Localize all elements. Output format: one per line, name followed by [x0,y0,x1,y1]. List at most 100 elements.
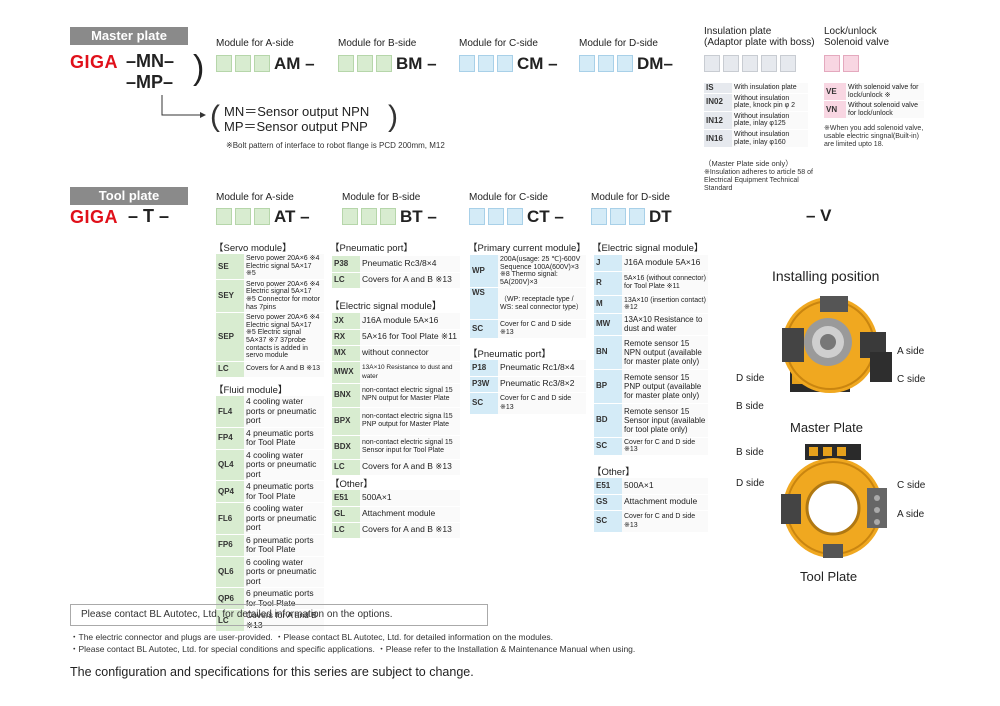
sensor-leader-line [161,95,206,118]
master-giga-logo: GIGA [70,52,119,72]
tool-module-c-slots[interactable]: CT – [469,207,564,226]
lock-footnote: ※When you add solenoid valve, usable ele… [824,125,924,148]
insulation-footnote: ※Insulation adheres to article 58 of Ele… [704,169,813,192]
installing-position-title: Installing position [772,268,880,284]
insulation-plate-label: Insulation plate(Adaptor plate with boss… [704,26,815,48]
tool-d-side-label: D side [736,478,765,489]
tool-module-c-suffix: CT – [527,207,564,227]
master-plate-caption: Master Plate [790,420,863,435]
electric-b-title: 【Electric signal module】 [330,301,442,312]
master-module-d-suffix: DM– [637,54,673,74]
tool-a-side-label: A side [897,509,925,520]
sensor-paren-open: ( [210,100,220,133]
footer-notes-line-1: ・The electric connector and plugs are us… [70,632,554,642]
tool-module-c-label: Module for C-side [469,192,548,203]
tool-module-b-slots[interactable]: BT – [342,207,437,226]
footer-notes-line-2: ・Please contact BL Autotec, Ltd. for spe… [70,644,636,654]
servo-module-title: 【Servo module】 [214,243,292,254]
master-plate-image [782,296,892,393]
master-module-a-label: Module for A-side [216,38,294,49]
tool-module-a-suffix: AT – [274,207,310,227]
master-mn-code: –MN– [126,51,175,71]
tool-t-code: – T – [128,206,170,226]
master-b-side-label: B side [736,401,764,412]
master-module-b-suffix: BM – [396,54,437,74]
master-a-side-label: A side [897,346,925,357]
other-d-title: 【Other】 [592,467,635,478]
master-plate-header: Master plate [70,27,188,45]
master-module-a-slots[interactable]: AM – [216,54,315,73]
master-mp-code: –MP– [126,72,174,92]
lock-unlock-slots[interactable] [824,54,862,73]
pneumatic-b-title: 【Pneumatic port】 [330,243,413,254]
insulation-slots[interactable] [704,54,799,73]
tool-v-code: – V [806,206,832,225]
tool-module-b-label: Module for B-side [342,192,421,203]
master-module-d-slots[interactable]: DM– [579,54,673,73]
master-c-side-label: C side [897,374,926,385]
master-module-d-label: Module for D-side [579,38,658,49]
tool-plate-header: Tool plate [70,187,188,205]
master-module-c-slots[interactable]: CM – [459,54,558,73]
bolt-pattern-note: ※Bolt pattern of interface to robot flan… [226,141,445,150]
master-module-b-slots[interactable]: BM – [338,54,437,73]
contact-info-box: Please contact BL Autotec, Ltd. for deta… [70,604,488,626]
tool-module-d-slots[interactable]: DT [591,207,672,226]
tool-module-b-suffix: BT – [400,207,437,227]
insulation-side-note: （Master Plate side only） [704,159,793,168]
master-brace: ) [193,49,205,87]
tool-plate-image [781,444,887,558]
tool-module-a-slots[interactable]: AT – [216,207,310,226]
tool-giga-logo: GIGA [70,207,119,227]
electric-d-title: 【Electric signal module】 [592,243,704,254]
disclaimer-text: The configuration and specifications for… [70,665,474,679]
fluid-module-title: 【Fluid module】 [214,385,288,396]
sensor-paren-close: ) [388,100,398,133]
master-module-c-label: Module for C-side [459,38,538,49]
